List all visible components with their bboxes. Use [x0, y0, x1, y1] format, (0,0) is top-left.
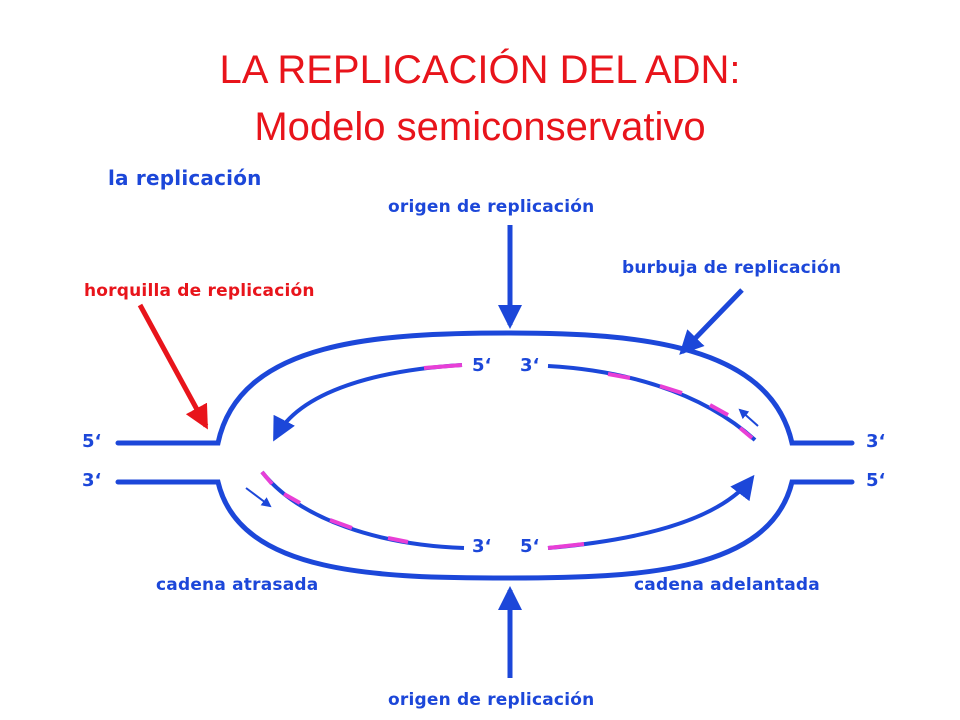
end-left-top: 5‘ [82, 431, 102, 452]
end-inner-bottom-right: 5‘ [520, 536, 540, 557]
end-inner-top-right: 3‘ [520, 355, 540, 376]
end-left-bottom: 3‘ [82, 470, 102, 491]
end-inner-top-left: 5‘ [472, 355, 492, 376]
end-right-top: 3‘ [866, 431, 886, 452]
page-subtitle: Modelo semiconservativo [254, 105, 706, 149]
fork-label: horquilla de replicación [84, 281, 315, 301]
new-strand-top-right [547, 364, 757, 442]
fragment-arrow-bottom-left [245, 487, 272, 508]
end-right-bottom: 5‘ [866, 470, 886, 491]
origin-bottom-label: origen de replicación [388, 690, 595, 710]
lagging-strand-label: cadena atrasada [156, 575, 319, 595]
origin-top-label: origen de replicación [388, 197, 595, 217]
end-inner-bottom-left: 3‘ [472, 536, 492, 557]
page-title: LA REPLICACIÓN DEL ADN: [219, 48, 741, 92]
parental-strand-top [115, 330, 855, 446]
diagram-heading: la replicación [108, 166, 262, 190]
parental-strand-bottom [115, 479, 855, 581]
bubble-arrow [679, 288, 744, 355]
leading-strand-bottom-right [547, 474, 755, 550]
fork-arrow [137, 303, 209, 430]
leading-strand-label: cadena adelantada [634, 575, 820, 595]
fragment-arrow-top-right [738, 408, 759, 427]
new-strand-top-left [273, 363, 463, 442]
bubble-label: burbuja de replicación [622, 258, 842, 278]
lagging-strand-bottom-left [260, 470, 465, 550]
